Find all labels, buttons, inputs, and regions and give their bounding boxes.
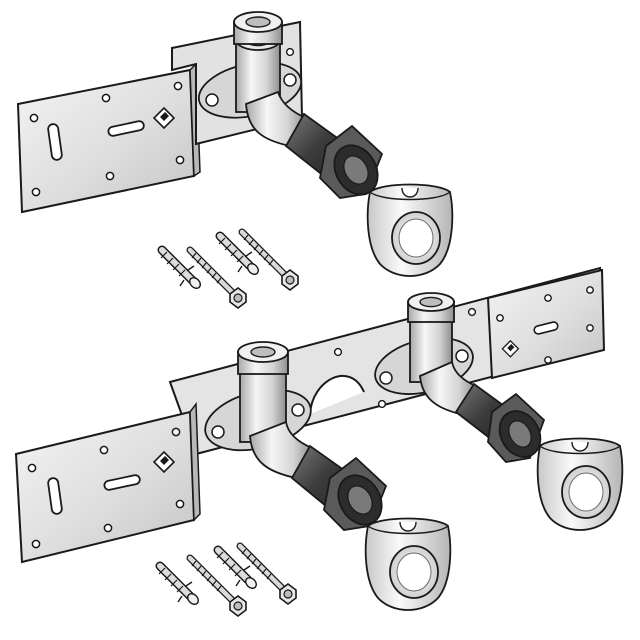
anchor-3	[159, 566, 200, 606]
single-press-fitting	[197, 11, 308, 148]
double-wall-bracket-assembly	[14, 266, 624, 611]
double-fixing-set	[159, 546, 296, 616]
double-press-fitting-left	[204, 341, 314, 480]
double-cover-cap-right	[536, 437, 624, 531]
double-left-plate	[14, 401, 201, 564]
single-wall-bracket-assembly	[16, 11, 454, 277]
single-pipe-sleeve	[284, 112, 384, 199]
double-pipe-sleeve-right	[454, 382, 546, 463]
double-cover-cap-left	[364, 517, 452, 611]
single-cover-cap	[366, 183, 454, 277]
single-fixing-set	[161, 232, 298, 308]
double-press-fitting-right	[374, 292, 478, 416]
double-right-plate	[486, 268, 606, 380]
double-pipe-sleeve-left	[290, 444, 388, 531]
